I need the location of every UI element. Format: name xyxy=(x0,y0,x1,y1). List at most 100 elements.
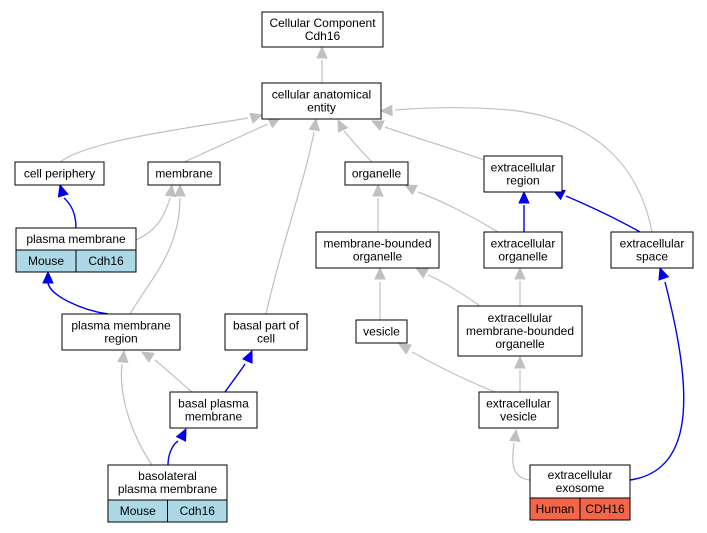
node-label: Cdh16 xyxy=(305,29,341,43)
node-box xyxy=(147,161,221,186)
edge-exv-ves xyxy=(397,343,496,393)
arrowhead xyxy=(509,428,521,443)
node-label: plasma membrane xyxy=(71,319,171,333)
edge-blpm-bpm xyxy=(167,427,187,466)
arrowhead xyxy=(414,267,429,279)
node-box xyxy=(224,313,308,351)
edge-bpm-bpc xyxy=(224,349,253,393)
edge-org-cae xyxy=(337,118,373,163)
arrowhead xyxy=(374,266,386,280)
arrowhead xyxy=(242,349,253,364)
edge-exv-embo xyxy=(514,355,526,392)
species-label: Human xyxy=(536,502,575,516)
node-box xyxy=(529,464,631,499)
node-label: membrane xyxy=(155,167,213,181)
arrowhead xyxy=(397,343,412,355)
edge-pm-cp xyxy=(57,183,77,229)
arrowhead xyxy=(370,120,385,131)
node-label: cell periphery xyxy=(24,167,95,181)
arrowhead xyxy=(514,266,526,280)
node-label: basal part of xyxy=(233,319,300,333)
arrowhead xyxy=(117,349,129,364)
arrowhead xyxy=(403,184,418,196)
edge-pm-mem xyxy=(135,183,177,241)
graph-edges xyxy=(42,45,685,481)
node-label: entity xyxy=(307,101,336,115)
node-box xyxy=(610,231,694,269)
gene-cell xyxy=(579,497,631,521)
node-ves[interactable]: vesicle xyxy=(355,319,408,344)
node-label: organelle xyxy=(498,250,548,264)
node-label: membrane-bounded xyxy=(466,324,574,338)
arrowhead xyxy=(514,355,526,369)
arrowhead xyxy=(308,117,321,132)
node-label: extracellular xyxy=(620,237,685,251)
node-label: extracellular xyxy=(486,397,551,411)
node-label: organelle xyxy=(353,250,403,264)
node-cp[interactable]: cell periphery xyxy=(14,161,105,186)
arrowhead xyxy=(57,183,69,198)
node-box xyxy=(483,155,563,193)
node-box xyxy=(261,82,382,120)
edge-mem-cae xyxy=(183,117,282,163)
node-mem[interactable]: membrane xyxy=(147,161,221,186)
edge-blpm-pmr xyxy=(117,349,153,466)
edge-pmr-pm xyxy=(42,270,109,315)
node-label: cell xyxy=(257,332,275,346)
node-label: extracellular xyxy=(548,468,613,482)
edge-cp-cae xyxy=(59,112,264,163)
node-label: exosome xyxy=(556,481,605,495)
arrowhead xyxy=(249,112,264,124)
node-label: cellular anatomical xyxy=(272,88,371,102)
node-label: vesicle xyxy=(500,410,537,424)
node-label: organelle xyxy=(352,167,402,181)
arrowhead xyxy=(316,45,328,59)
node-box xyxy=(107,464,228,501)
arrowhead xyxy=(518,190,530,204)
edge-exos-exv xyxy=(509,428,531,481)
species-label: Mouse xyxy=(120,504,156,518)
node-label: region xyxy=(104,332,137,346)
node-box xyxy=(315,231,440,269)
gene-cell xyxy=(167,499,228,523)
edge-ves-mbo xyxy=(374,266,386,321)
arrowhead xyxy=(337,118,349,133)
node-box xyxy=(355,319,408,344)
node-box xyxy=(14,161,105,186)
node-org[interactable]: organelle xyxy=(344,161,409,186)
edge-pmr-mem xyxy=(129,183,186,315)
gene-cell xyxy=(75,249,137,273)
edge-exos-exs xyxy=(629,266,685,481)
arrowhead xyxy=(174,183,186,197)
node-label: extracellular xyxy=(488,311,553,325)
node-box xyxy=(457,305,583,357)
node-label: plasma membrane xyxy=(118,482,218,496)
arrowhead xyxy=(658,266,670,281)
gene-label: Cdh16 xyxy=(180,504,216,518)
arrowhead xyxy=(372,183,384,197)
edge-exo-exr xyxy=(518,190,530,232)
edge-exs-exr xyxy=(551,189,641,233)
node-box xyxy=(478,391,559,429)
arrowhead xyxy=(42,270,54,284)
node-label: membrane-bounded xyxy=(323,237,431,251)
edge-embo-mbo xyxy=(414,267,481,307)
edge-bpm-pmr xyxy=(140,351,193,393)
node-box xyxy=(169,391,258,429)
node-label: extracellular xyxy=(491,237,556,251)
